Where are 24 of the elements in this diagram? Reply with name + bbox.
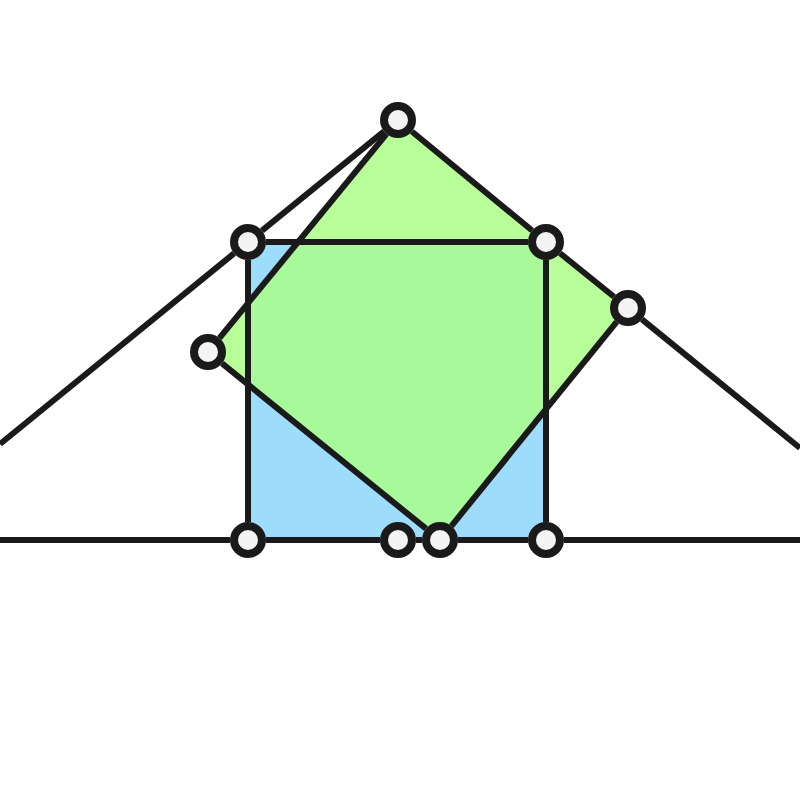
line-segment <box>266 239 528 245</box>
line-segment <box>220 361 428 531</box>
line-segment <box>458 537 528 543</box>
line-segment <box>558 250 616 300</box>
line-segment <box>217 132 389 340</box>
line-segment <box>266 537 380 543</box>
line-segment <box>260 129 386 233</box>
line-segment <box>416 537 422 543</box>
point-marker <box>610 290 646 326</box>
point-marker <box>230 522 266 558</box>
line-segment <box>449 320 619 528</box>
point-marker <box>380 522 416 558</box>
point-marker <box>422 522 458 558</box>
line-segment <box>0 537 230 543</box>
point-marker <box>230 224 266 260</box>
line-segment <box>564 537 800 543</box>
point-marker <box>528 522 564 558</box>
line-segment <box>245 260 251 522</box>
line-segment <box>543 260 549 522</box>
point-marker <box>190 334 226 370</box>
line-segment <box>0 251 236 447</box>
point-marker <box>380 102 416 138</box>
line-segment <box>409 129 535 233</box>
line-segment <box>640 317 800 451</box>
